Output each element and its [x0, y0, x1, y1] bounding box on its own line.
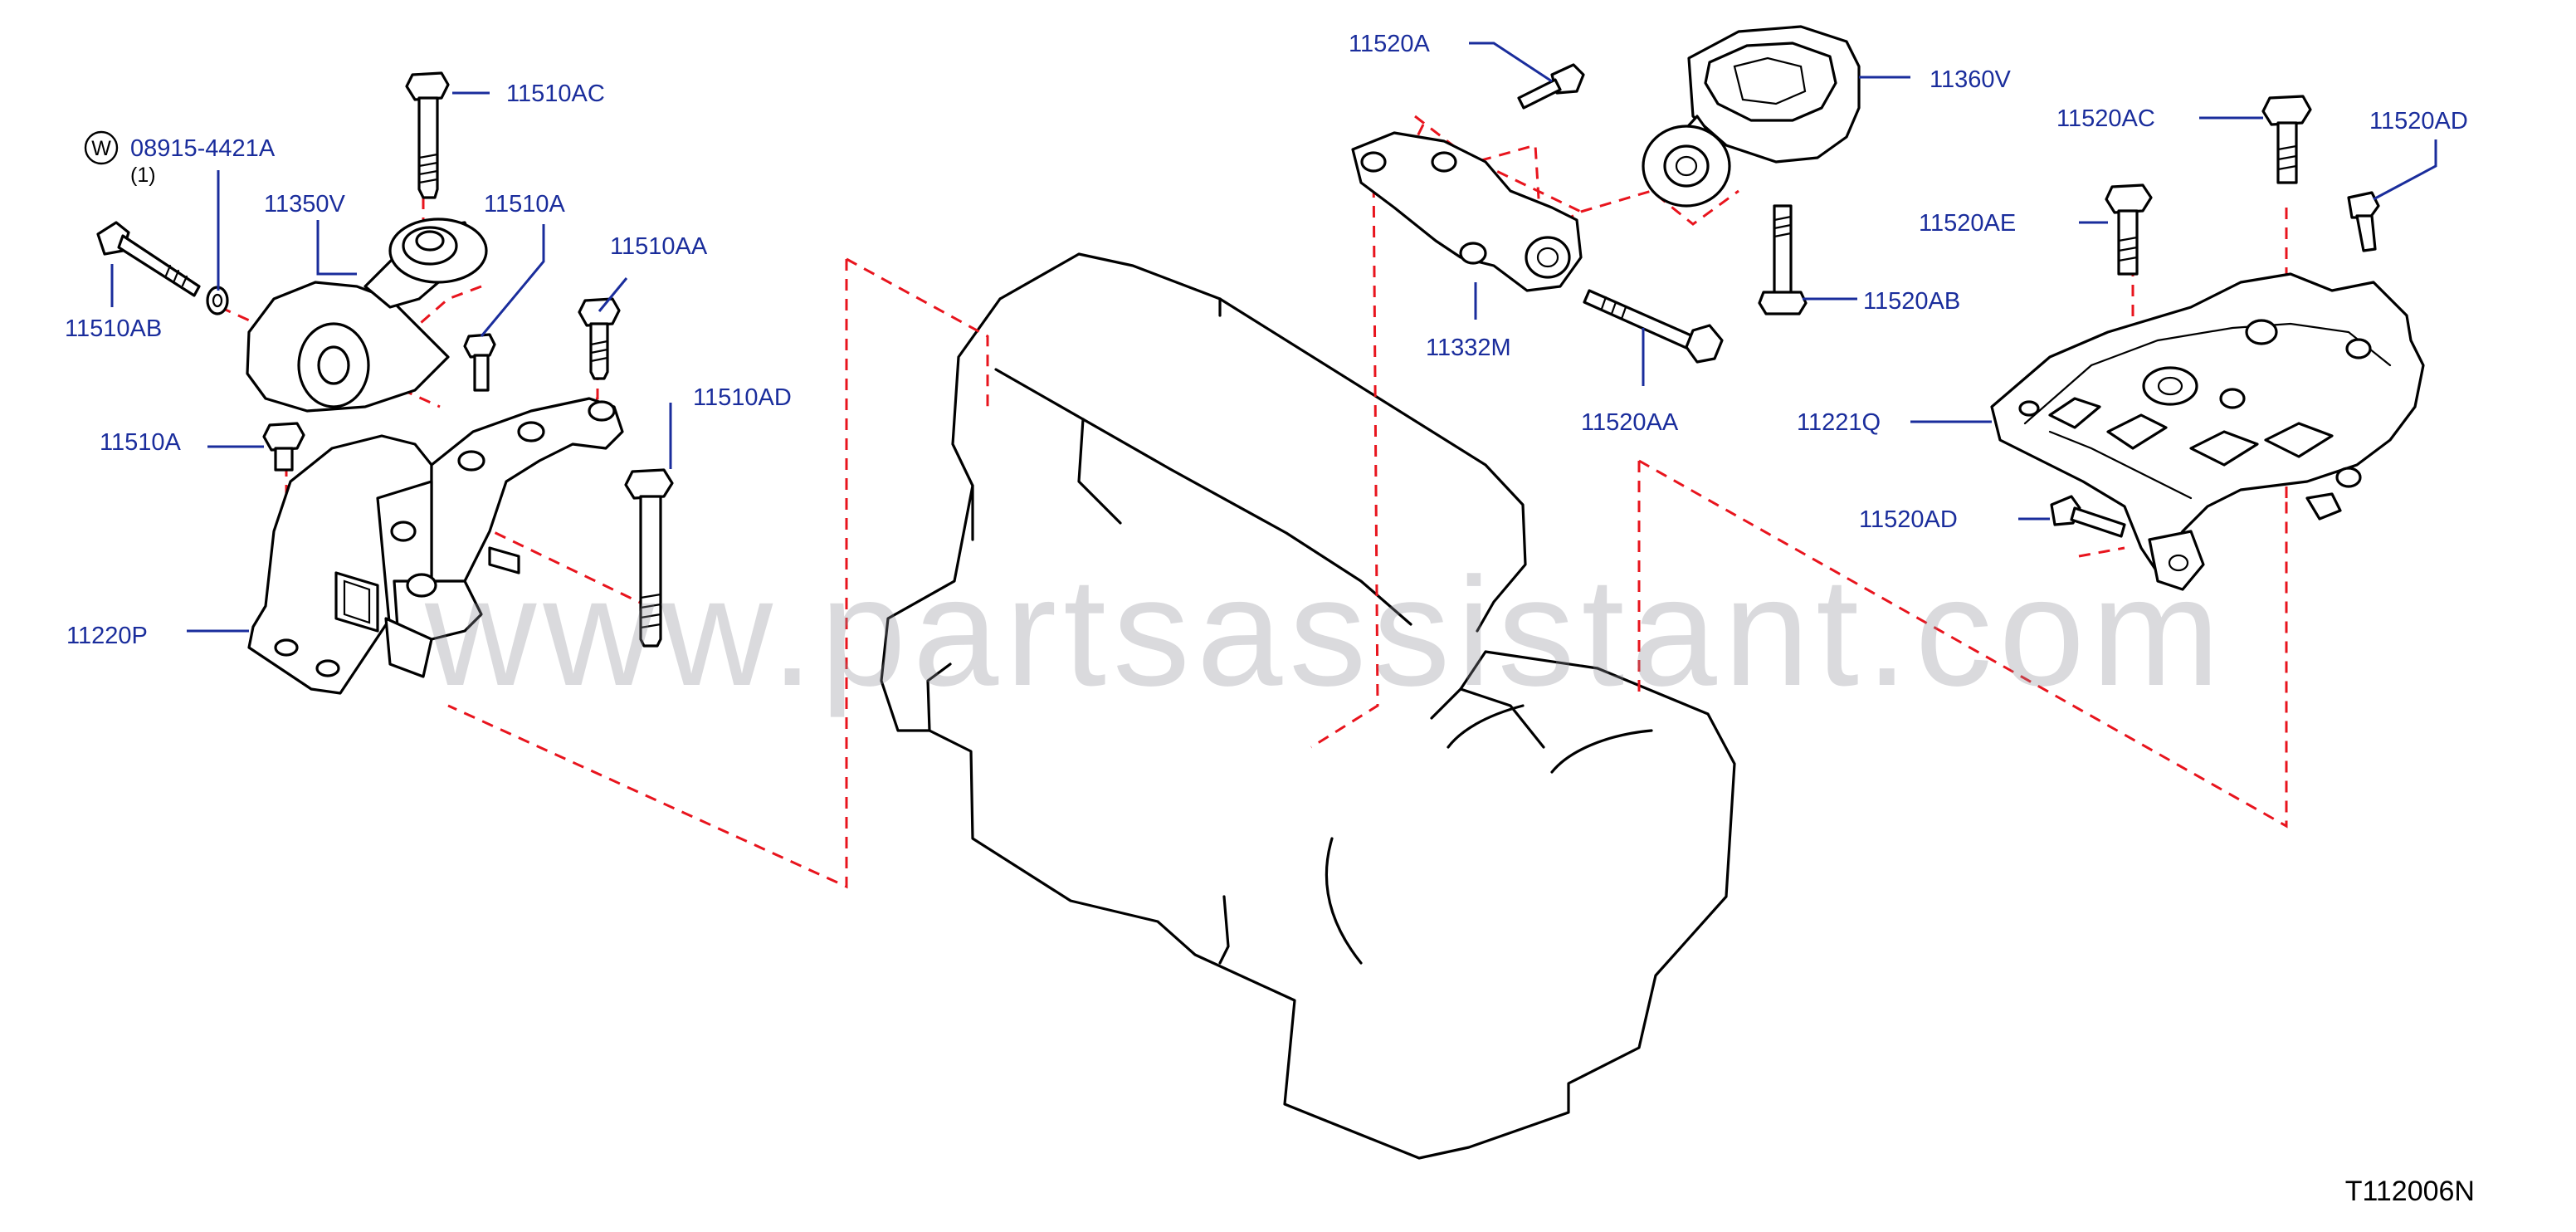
leader-lines — [110, 42, 2437, 633]
washer-symbol: W — [91, 137, 111, 160]
bolt-11510aa — [578, 297, 621, 380]
bracket-11220p — [247, 397, 624, 695]
callout-11360v: 11360V — [1930, 66, 2011, 93]
engine-outline — [880, 252, 1736, 1160]
bolt-11510a-upper — [463, 333, 496, 392]
bolt-11510a-lower — [262, 422, 305, 472]
bolt-11520ad-upper — [2347, 191, 2380, 252]
callout-11221q: 11221Q — [1797, 409, 1881, 436]
diagram-reference-code: T112006N — [2345, 1176, 2475, 1207]
callout-11510a-lower: 11510A — [100, 429, 181, 456]
callout-11510ab: 11510AB — [65, 315, 162, 342]
bolt-11520aa — [1583, 289, 1724, 364]
callout-labels: W 08915-4421A (1) 11350V 11510AB 11510AC… — [65, 31, 2468, 649]
callout-11520ac: 11520AC — [2056, 105, 2155, 132]
callout-11520ad-lower: 11520AD — [1859, 506, 1958, 533]
bracket-11221q — [1990, 272, 2425, 591]
callout-11510aa: 11510AA — [610, 233, 708, 260]
quantity-note: (1) — [130, 164, 156, 187]
engine-mount-11350v — [246, 218, 488, 413]
callout-11510ad: 11510AD — [693, 384, 792, 411]
callout-11350v: 11350V — [264, 191, 345, 218]
bolt-11510ad — [624, 468, 674, 648]
callout-11520ad-upper: 11520AD — [2369, 108, 2468, 134]
bolt-11520ad-lower — [2050, 495, 2126, 538]
callout-11520a: 11520A — [1349, 31, 1430, 57]
callout-11332m: 11332M — [1426, 335, 1511, 361]
bolt-11520ac — [2261, 95, 2312, 184]
bolt-11520ab — [1758, 204, 1808, 315]
torque-rod-11360v — [1642, 25, 1861, 208]
callout-11510ac: 11510AC — [506, 81, 605, 107]
bolt-11520ae — [2105, 183, 2153, 276]
callout-11520ae: 11520AE — [1919, 210, 2016, 237]
bolt-11510ab — [96, 221, 201, 297]
callout-08915-4421a: 08915-4421A — [130, 135, 276, 162]
bracket-11332m — [1351, 131, 1583, 292]
callout-11220p: 11220P — [66, 623, 148, 649]
bolt-11520a — [1517, 63, 1585, 110]
bolt-11510ac — [405, 71, 450, 199]
washer-08915-4421a — [206, 286, 229, 315]
callout-11520ab: 11520AB — [1863, 288, 1960, 315]
washer-symbol-circle — [84, 130, 119, 165]
callout-11510a-upper: 11510A — [484, 191, 565, 218]
watermark: www.partsassistant.com — [424, 546, 2227, 718]
callout-11520aa: 11520AA — [1581, 409, 1679, 436]
